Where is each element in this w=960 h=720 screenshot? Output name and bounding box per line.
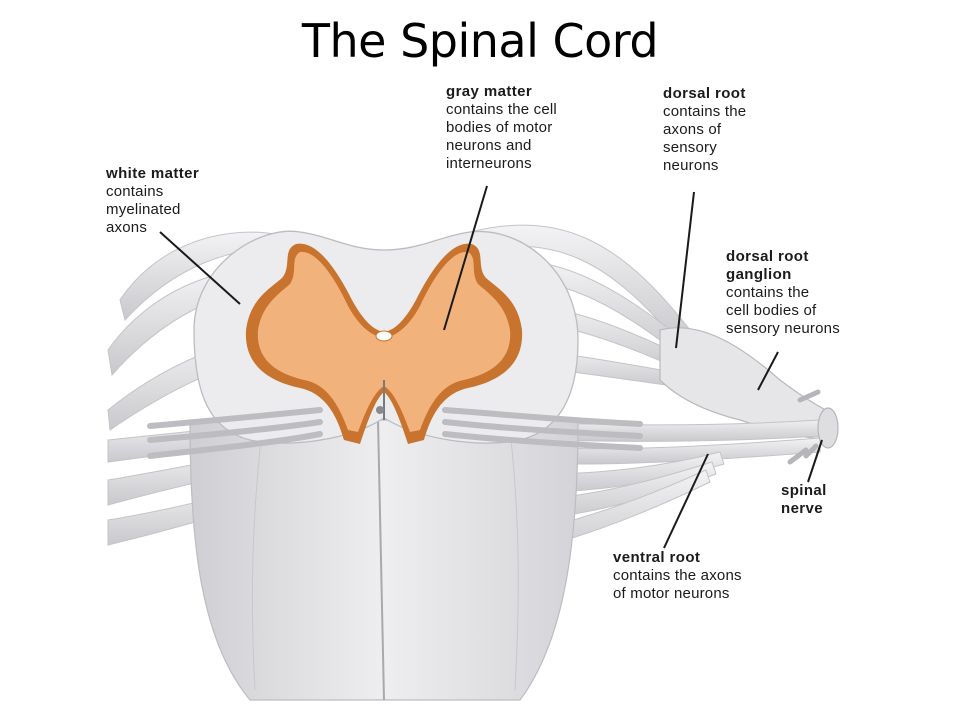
gray-matter-butterfly: [245, 243, 523, 444]
dorsal-root-ganglion-label: dorsal root ganglion contains the cell b…: [726, 248, 840, 338]
dorsal-root-heading: dorsal root: [663, 85, 746, 102]
gray-matter-label: gray matter contains the cell bodies of …: [446, 83, 557, 173]
dorsal-root-ganglion-leader: [757, 351, 779, 391]
gray-matter-heading: gray matter: [446, 83, 533, 100]
white-matter-leader: [159, 231, 241, 305]
spinal-nerve-leader: [807, 439, 823, 483]
dorsal-root-leader: [675, 191, 695, 349]
ventral-root-description: contains the axons of motor neurons: [613, 567, 742, 602]
spinal-nerve-label: spinal nerve: [781, 482, 827, 518]
ventral-root-leader: [663, 453, 709, 549]
white-matter-description: contains myelinated axons: [106, 183, 181, 236]
dorsal-root-ganglion-heading: dorsal root ganglion: [726, 248, 809, 283]
ventral-root-heading: ventral root: [613, 549, 701, 566]
dorsal-root-description: contains the axons of sensory neurons: [663, 103, 747, 174]
gray-matter-leader: [443, 185, 488, 331]
gray-matter-description: contains the cell bodies of motor neuron…: [446, 101, 557, 172]
white-matter-label: white matter contains myelinated axons: [106, 165, 199, 237]
spinal-nerve-shape: [787, 389, 839, 465]
spinal-cord-column: [189, 419, 579, 701]
page-title: The Spinal Cord: [301, 14, 659, 68]
dorsal-root-label: dorsal root contains the axons of sensor…: [663, 85, 746, 175]
ventral-root-label: ventral root contains the axons of motor…: [613, 549, 742, 603]
spinal-nerve-heading: spinal nerve: [781, 482, 827, 517]
white-matter-heading: white matter: [106, 165, 200, 182]
leader-lines: [159, 185, 823, 549]
rootlets: [147, 407, 643, 459]
dorsal-root-ganglion-description: contains the cell bodies of sensory neur…: [726, 284, 840, 337]
